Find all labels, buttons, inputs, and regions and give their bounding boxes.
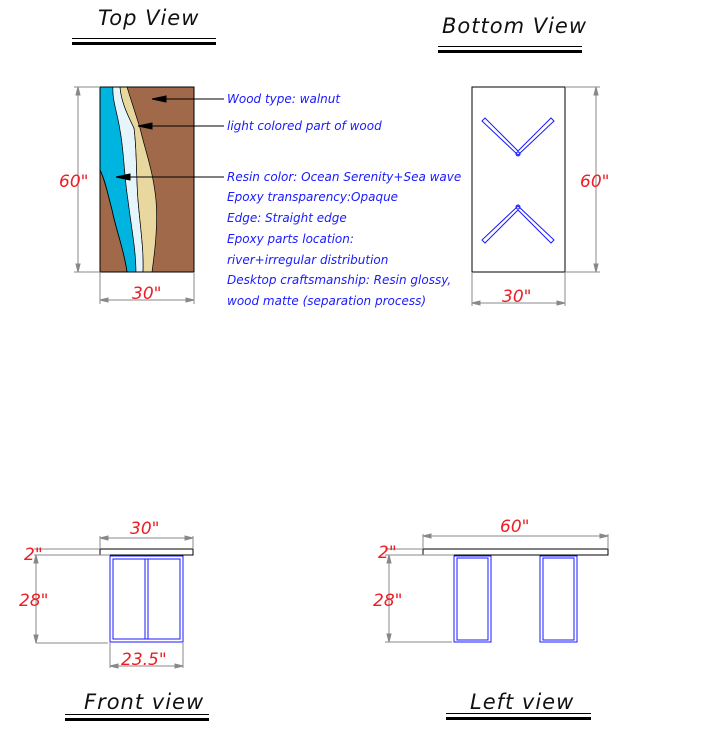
left-view-title-underline — [446, 713, 591, 720]
left-view-drawing — [422, 548, 609, 643]
front-view-dimensions — [33, 535, 194, 669]
left-view-dimensions — [385, 533, 609, 643]
bottom-view-drawing — [471, 86, 566, 273]
bottom-view-title-underline — [438, 46, 582, 53]
left-view-thickness-dim: 2" — [378, 543, 397, 563]
note-resin-color: Resin color: Ocean Serenity+Sea wave — [227, 170, 462, 184]
left-view-leg-height-dim: 28" — [373, 591, 403, 611]
note-wood-type: Wood type: walnut — [227, 92, 341, 106]
front-view-title-underline — [65, 714, 209, 721]
front-view-drawing — [99, 548, 194, 643]
left-view-length-dim: 60" — [500, 517, 530, 537]
note-epoxy-transparency: Epoxy transparency:Opaque — [227, 190, 399, 204]
bottom-view-title: Bottom View — [442, 14, 587, 38]
note-edge: Edge: Straight edge — [227, 211, 347, 225]
front-view-thickness-dim: 2" — [24, 545, 43, 565]
bottom-view-width-dim: 30" — [502, 287, 532, 307]
front-view-base-width-dim: 23.5" — [121, 650, 167, 670]
front-view-top-width-dim: 30" — [130, 519, 160, 539]
top-view-title-underline — [72, 38, 216, 45]
note-epoxy-location-label: Epoxy parts location: — [227, 232, 354, 246]
left-view-title: Left view — [470, 690, 575, 714]
top-view-height-dim: 60" — [59, 172, 89, 192]
top-view-drawing — [99, 86, 195, 273]
note-craftsmanship-line1: Desktop craftsmanship: Resin glossy, — [227, 273, 452, 287]
front-view-title: Front view — [84, 690, 205, 714]
top-view-width-dim: 30" — [132, 284, 162, 304]
bottom-view-dimensions — [471, 86, 600, 306]
front-view-leg-height-dim: 28" — [19, 591, 49, 611]
bottom-view-height-dim: 60" — [580, 172, 610, 192]
top-view-dimensions — [74, 86, 195, 304]
note-epoxy-location-value: river+irregular distribution — [227, 253, 389, 267]
note-craftsmanship-line2: wood matte (separation process) — [227, 294, 427, 308]
top-view-title: Top View — [98, 6, 200, 30]
top-view-leaders — [115, 95, 224, 181]
note-light-wood: light colored part of wood — [227, 119, 382, 133]
